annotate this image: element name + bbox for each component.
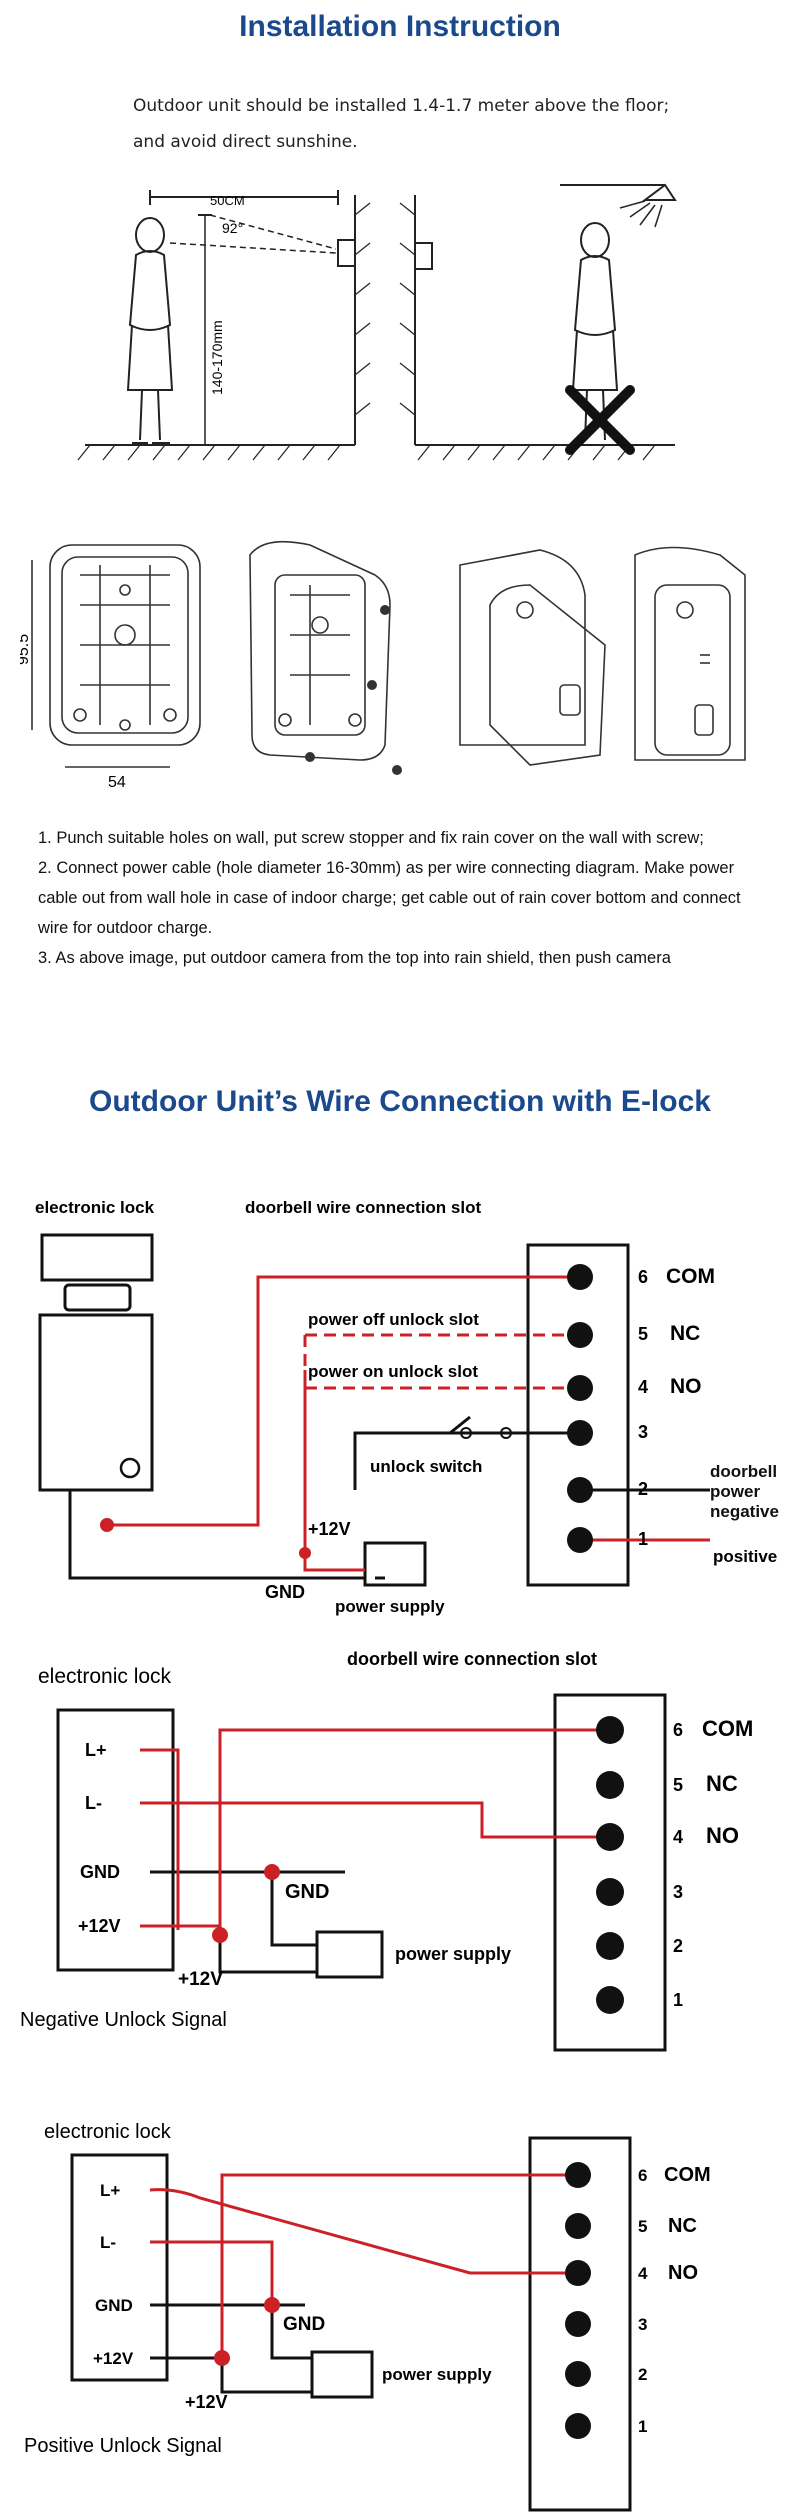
d3-caption: Positive Unlock Signal (24, 2435, 222, 2457)
d2-slot-label: doorbell wire connection slot (347, 1649, 597, 1669)
wiring-diagram-1: electronic lock doorbell wire connection… (35, 1198, 779, 1616)
d1-t3-num: 3 (638, 1422, 648, 1442)
d1-t6-name: COM (666, 1265, 715, 1288)
d1-gnd-label: GND (265, 1582, 305, 1602)
step-2: 2. Connect power cable (hole diameter 16… (38, 859, 741, 937)
d3-t4-num: 4 (638, 2264, 648, 2283)
d3-gnd-label: GND (283, 2314, 325, 2335)
d2-t4-name: NO (706, 1823, 739, 1848)
d2-lock-label: electronic lock (38, 1665, 172, 1688)
d1-lock-label: electronic lock (35, 1198, 155, 1217)
d2-pin-l-plus: L+ (85, 1740, 107, 1760)
d1-t2-num: 2 (638, 1479, 648, 1499)
d3-power-supply-label: power supply (382, 2365, 492, 2384)
d2-t6-num: 6 (673, 1720, 683, 1740)
d3-t5-num: 5 (638, 2217, 647, 2236)
case-height-label: 95.5 (20, 634, 32, 665)
d2-gnd-label: GND (285, 1881, 329, 1903)
wiring-diagram-3: electronic lock L+ L- GND +12V GND +12V … (24, 2121, 711, 2512)
d2-t2-num: 2 (673, 1936, 683, 1956)
d3-t6-name: COM (664, 2164, 711, 2186)
d3-t1-num: 1 (638, 2417, 647, 2436)
d3-pin-12v: +12V (93, 2349, 134, 2368)
d2-t6-name: COM (702, 1716, 753, 1741)
d1-terminal-dots (567, 1264, 593, 1553)
d1-positive-label: positive (713, 1547, 777, 1566)
installation-steps: 1. Punch suitable holes on wall, put scr… (38, 823, 758, 973)
d2-power-supply-label: power supply (395, 1944, 511, 1964)
d2-t1-num: 1 (673, 1990, 683, 2010)
d1-power-on-label: power on unlock slot (308, 1362, 478, 1381)
installation-title: Installation Instruction (239, 10, 561, 43)
d2-pin-12v: +12V (78, 1916, 121, 1936)
d1-slot-label: doorbell wire connection slot (245, 1198, 481, 1217)
d1-t1-num: 1 (638, 1529, 648, 1549)
d1-t4-num: 4 (638, 1377, 648, 1397)
d1-t6-num: 6 (638, 1267, 648, 1287)
step-1: 1. Punch suitable holes on wall, put scr… (38, 829, 704, 847)
d3-t2-num: 2 (638, 2365, 647, 2384)
dim-width-label: 50CM (210, 193, 245, 208)
d1-doorbell-negative-label: doorbell power negative (710, 1462, 779, 1521)
d3-t6-num: 6 (638, 2166, 647, 2185)
d1-power-supply-label: power supply (335, 1597, 445, 1616)
d3-lock-label: electronic lock (44, 2121, 172, 2143)
case-width-label: 54 (108, 774, 126, 791)
wiring-title: Outdoor Unit’s Wire Connection with E-lo… (89, 1085, 711, 1118)
d2-caption: Negative Unlock Signal (20, 2009, 227, 2031)
d3-12v-label: +12V (185, 2392, 228, 2412)
dim-angle-label: 92° (222, 220, 243, 236)
note-line-2: and avoid direct sunshine. (133, 132, 358, 152)
d3-t4-name: NO (668, 2262, 698, 2284)
d2-t3-num: 3 (673, 1882, 683, 1902)
d3-pin-l-plus: L+ (100, 2181, 120, 2200)
d2-pin-l-minus: L- (85, 1793, 102, 1813)
d3-pin-gnd: GND (95, 2296, 133, 2315)
d1-unlock-switch-label: unlock switch (370, 1457, 482, 1476)
d1-power-off-label: power off unlock slot (308, 1310, 479, 1329)
d3-t5-name: NC (668, 2215, 697, 2237)
d2-12v-label: +12V (178, 1969, 223, 1990)
d2-t4-num: 4 (673, 1827, 683, 1847)
d1-t4-name: NO (670, 1375, 702, 1398)
wiring-diagram-2: electronic lock doorbell wire connection… (20, 1649, 753, 2052)
step-3: 3. As above image, put outdoor camera fr… (38, 949, 671, 967)
d1-t5-num: 5 (638, 1324, 648, 1344)
rain-cover-mounting-images: 95.5 54 (20, 540, 746, 791)
mounting-height-illustration: 50CM 92° 140-170mm (77, 183, 677, 461)
d2-t5-num: 5 (673, 1775, 683, 1795)
d3-pin-l-minus: L- (100, 2233, 116, 2252)
d2-pin-gnd: GND (80, 1862, 120, 1882)
d3-t3-num: 3 (638, 2315, 647, 2334)
note-line-1: Outdoor unit should be installed 1.4-1.7… (133, 96, 670, 116)
d2-t5-name: NC (706, 1771, 738, 1796)
dim-height-label: 140-170mm (209, 320, 225, 395)
d1-12v-label: +12V (308, 1519, 351, 1539)
d1-t5-name: NC (670, 1322, 700, 1345)
installation-note: Outdoor unit should be installed 1.4-1.7… (133, 88, 669, 160)
